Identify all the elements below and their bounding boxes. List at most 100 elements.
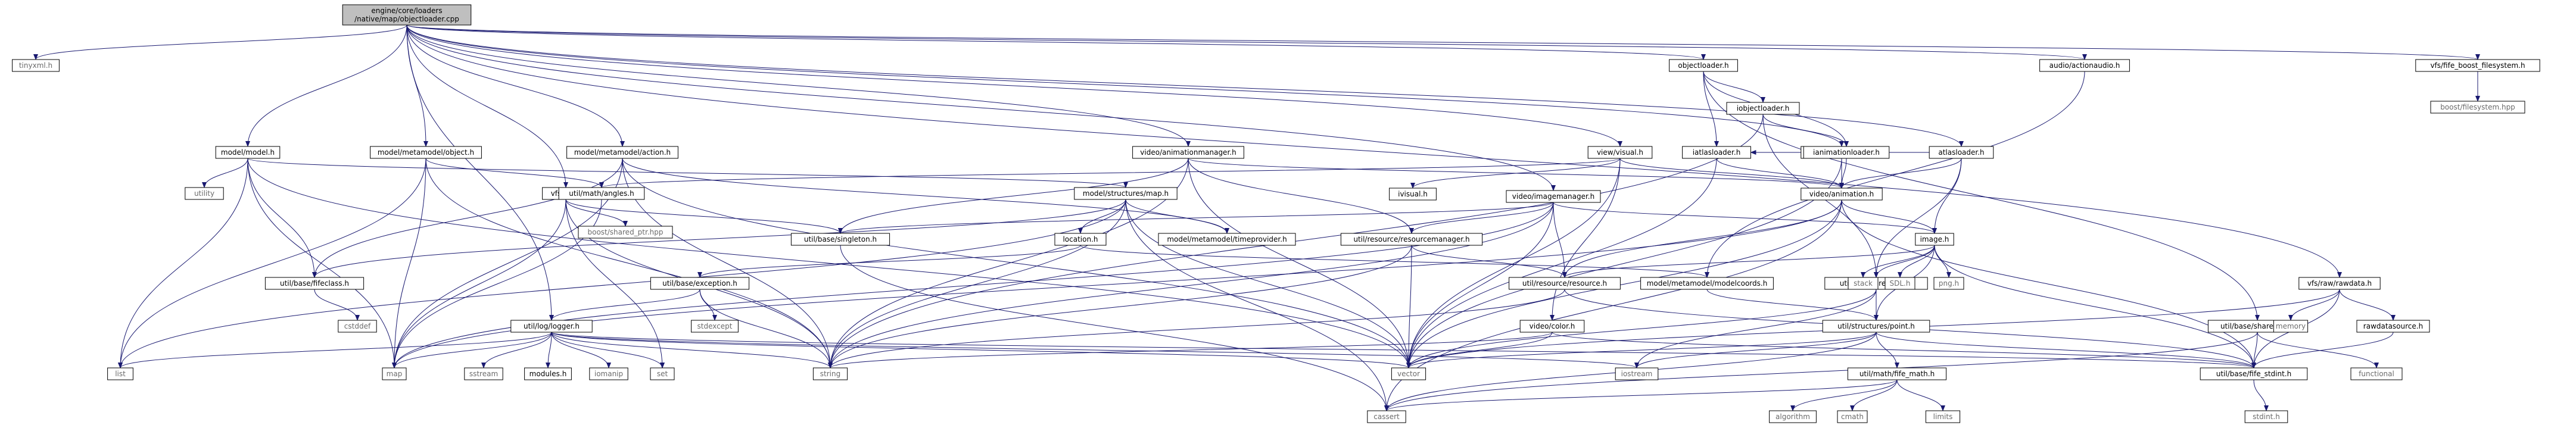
- node-videoanim[interactable]: video/animation.h: [1801, 188, 1883, 201]
- node-box-rawdata: [2298, 277, 2381, 290]
- edge-videoanim-to-cassert: [1384, 199, 1842, 411]
- node-box-mmobject: [370, 146, 482, 159]
- node-ivisual[interactable]: ivisual.h: [1389, 188, 1437, 201]
- node-box-modelcoords: [1640, 277, 1774, 290]
- edge-sharedptr-to-functional: [2257, 332, 2379, 368]
- node-box-ivisual: [1389, 188, 1437, 201]
- node-label-cmath: cmath: [1841, 413, 1864, 421]
- node-box-boostshared: [578, 226, 673, 239]
- node-atlasloader[interactable]: atlasloader.h: [1929, 146, 1994, 159]
- node-resource[interactable]: util/resource/resource.h: [1509, 277, 1621, 290]
- edge-viewvisual-to-angles: [599, 158, 1621, 188]
- node-audio[interactable]: audio/actionaudio.h: [2039, 59, 2130, 72]
- edge-logger-to-list: [118, 332, 552, 368]
- node-box-stdint: [2244, 410, 2288, 423]
- node-box-exception: [650, 277, 750, 290]
- edge-imgmgr-to-vector: [1406, 202, 1554, 368]
- node-ianimloader[interactable]: ianimationloader.h: [1803, 146, 1890, 159]
- node-boostshared: boost/shared_ptr.hpp: [578, 226, 673, 239]
- edge-structmap-to-cassert: [1125, 199, 1389, 411]
- node-imgmgr[interactable]: video/imagemanager.h: [1506, 190, 1601, 203]
- node-fifestdint[interactable]: util/base/fife_stdint.h: [2200, 367, 2308, 380]
- edge-atlasloader-to-videoanim: [1839, 158, 1962, 189]
- node-box-memory: [2273, 320, 2309, 333]
- node-tinyxml: tinyxml.h: [12, 59, 60, 72]
- node-box-vector: [1391, 367, 1426, 380]
- node-singleton[interactable]: util/base/singleton.h: [790, 233, 890, 246]
- node-rawdatasource[interactable]: rawdatasource.h: [2356, 320, 2430, 333]
- node-objloader[interactable]: objectloader.h: [1669, 59, 1738, 72]
- node-location[interactable]: location.h: [1054, 233, 1107, 246]
- node-videocolor[interactable]: video/color.h: [1519, 320, 1585, 333]
- edge-resmgr-to-vector: [1406, 245, 1412, 368]
- node-label-rawdatasource: rawdatasource.h: [2363, 322, 2423, 330]
- edge-resmgr-to-resource: [1411, 245, 1567, 278]
- node-label-png: png.h: [1939, 279, 1959, 288]
- node-structmap[interactable]: model/structures/map.h: [1074, 187, 1178, 200]
- node-point[interactable]: util/structures/point.h: [1822, 320, 1930, 333]
- edge-videocolor-to-fifestdint: [1552, 332, 2256, 368]
- edge-sharedptr-to-fifestdint: [2251, 332, 2258, 368]
- edge-atlasloader-to-image: [1932, 158, 1962, 234]
- edge-root-to-imgmgr: [406, 24, 1556, 191]
- edge-logger-to-map: [392, 332, 552, 368]
- node-exception[interactable]: util/base/exception.h: [650, 277, 750, 290]
- edge-root-to-logger: [406, 24, 554, 321]
- edge-rect-to-iostream: [1634, 289, 1877, 368]
- node-label-boostshared: boost/shared_ptr.hpp: [588, 228, 664, 236]
- edge-imgmgr-to-singleton: [838, 202, 1554, 234]
- node-box-atlasloader: [1929, 146, 1994, 159]
- edge-structmap-to-vector: [1125, 199, 1411, 368]
- node-logger[interactable]: util/log/logger.h: [510, 320, 593, 333]
- edge-videocolor-to-string: [828, 332, 1553, 368]
- node-fifemath[interactable]: util/math/fife_math.h: [1847, 367, 1947, 380]
- node-animmgr[interactable]: video/animationmanager.h: [1132, 146, 1244, 159]
- node-box-imgmgr: [1506, 190, 1601, 203]
- node-label-tinyxml: tinyxml.h: [19, 61, 52, 70]
- edge-root-to-vfsboost: [406, 24, 2480, 60]
- node-mmobject[interactable]: model/metamodel/object.h: [370, 146, 482, 159]
- node-box-iatlasloader: [1682, 146, 1751, 159]
- node-label-angles: util/math/angles.h: [569, 189, 634, 198]
- node-cmath: cmath: [1837, 410, 1868, 423]
- node-sstream: sstream: [464, 367, 503, 380]
- node-resmgr[interactable]: util/resource/resourcemanager.h: [1340, 233, 1483, 246]
- edge-structmap-to-location: [1078, 199, 1126, 234]
- node-label-imgmgr: video/imagemanager.h: [1512, 192, 1594, 201]
- node-mmaction[interactable]: model/metamodel/action.h: [566, 146, 678, 159]
- edge-structmap-to-list: [118, 199, 1126, 368]
- edge-image-to-sdl: [1898, 245, 1935, 278]
- node-image[interactable]: image.h: [1915, 233, 1954, 246]
- node-box-boostfs: [2430, 101, 2525, 114]
- edge-root-to-viewvisual: [406, 24, 1622, 147]
- node-box-singleton: [790, 233, 890, 246]
- node-fifeclass[interactable]: util/base/fifeclass.h: [264, 277, 365, 290]
- node-label-exception: util/base/exception.h: [662, 279, 737, 288]
- edge-structmap-to-fifeclass: [312, 199, 1126, 278]
- node-moduleslist[interactable]: modules.h: [524, 367, 572, 380]
- node-label-resource: util/resource/resource.h: [1522, 279, 1607, 288]
- node-rawdata[interactable]: vfs/raw/rawdata.h: [2298, 277, 2381, 290]
- node-label-location: location.h: [1063, 235, 1098, 243]
- edge-mmaction-to-string: [622, 158, 833, 368]
- node-label-ivisual: ivisual.h: [1398, 190, 1428, 198]
- node-model[interactable]: model/model.h: [215, 146, 281, 159]
- edge-animmgr-to-vector: [1188, 158, 1411, 368]
- node-timeprovider[interactable]: model/metamodel/timeprovider.h: [1158, 233, 1296, 246]
- edge-rawdata-to-memory: [2288, 289, 2340, 321]
- node-modelcoords[interactable]: model/metamodel/modelcoords.h: [1640, 277, 1774, 290]
- node-vfsboost[interactable]: vfs/fife_boost_filesystem.h: [2415, 59, 2540, 72]
- edge-model-to-structmap: [247, 158, 1128, 188]
- node-box-string: [812, 367, 848, 380]
- edge-iobjloader-to-string: [828, 114, 1764, 368]
- node-png: png.h: [1933, 277, 1964, 290]
- edge-exception-to-logger: [549, 289, 700, 321]
- node-angles[interactable]: util/math/angles.h: [558, 187, 645, 200]
- node-iobjloader[interactable]: iobjectloader.h: [1726, 102, 1800, 115]
- edge-mmobject-to-string: [425, 158, 833, 368]
- node-viewvisual[interactable]: view/visual.h: [1587, 146, 1653, 159]
- node-box-functional: [2350, 367, 2403, 380]
- node-root[interactable]: engine/core/loaders/native/map/objectloa…: [342, 4, 472, 26]
- node-iatlasloader[interactable]: iatlasloader.h: [1682, 146, 1751, 159]
- edge-vfs-to-boostshared: [565, 199, 628, 227]
